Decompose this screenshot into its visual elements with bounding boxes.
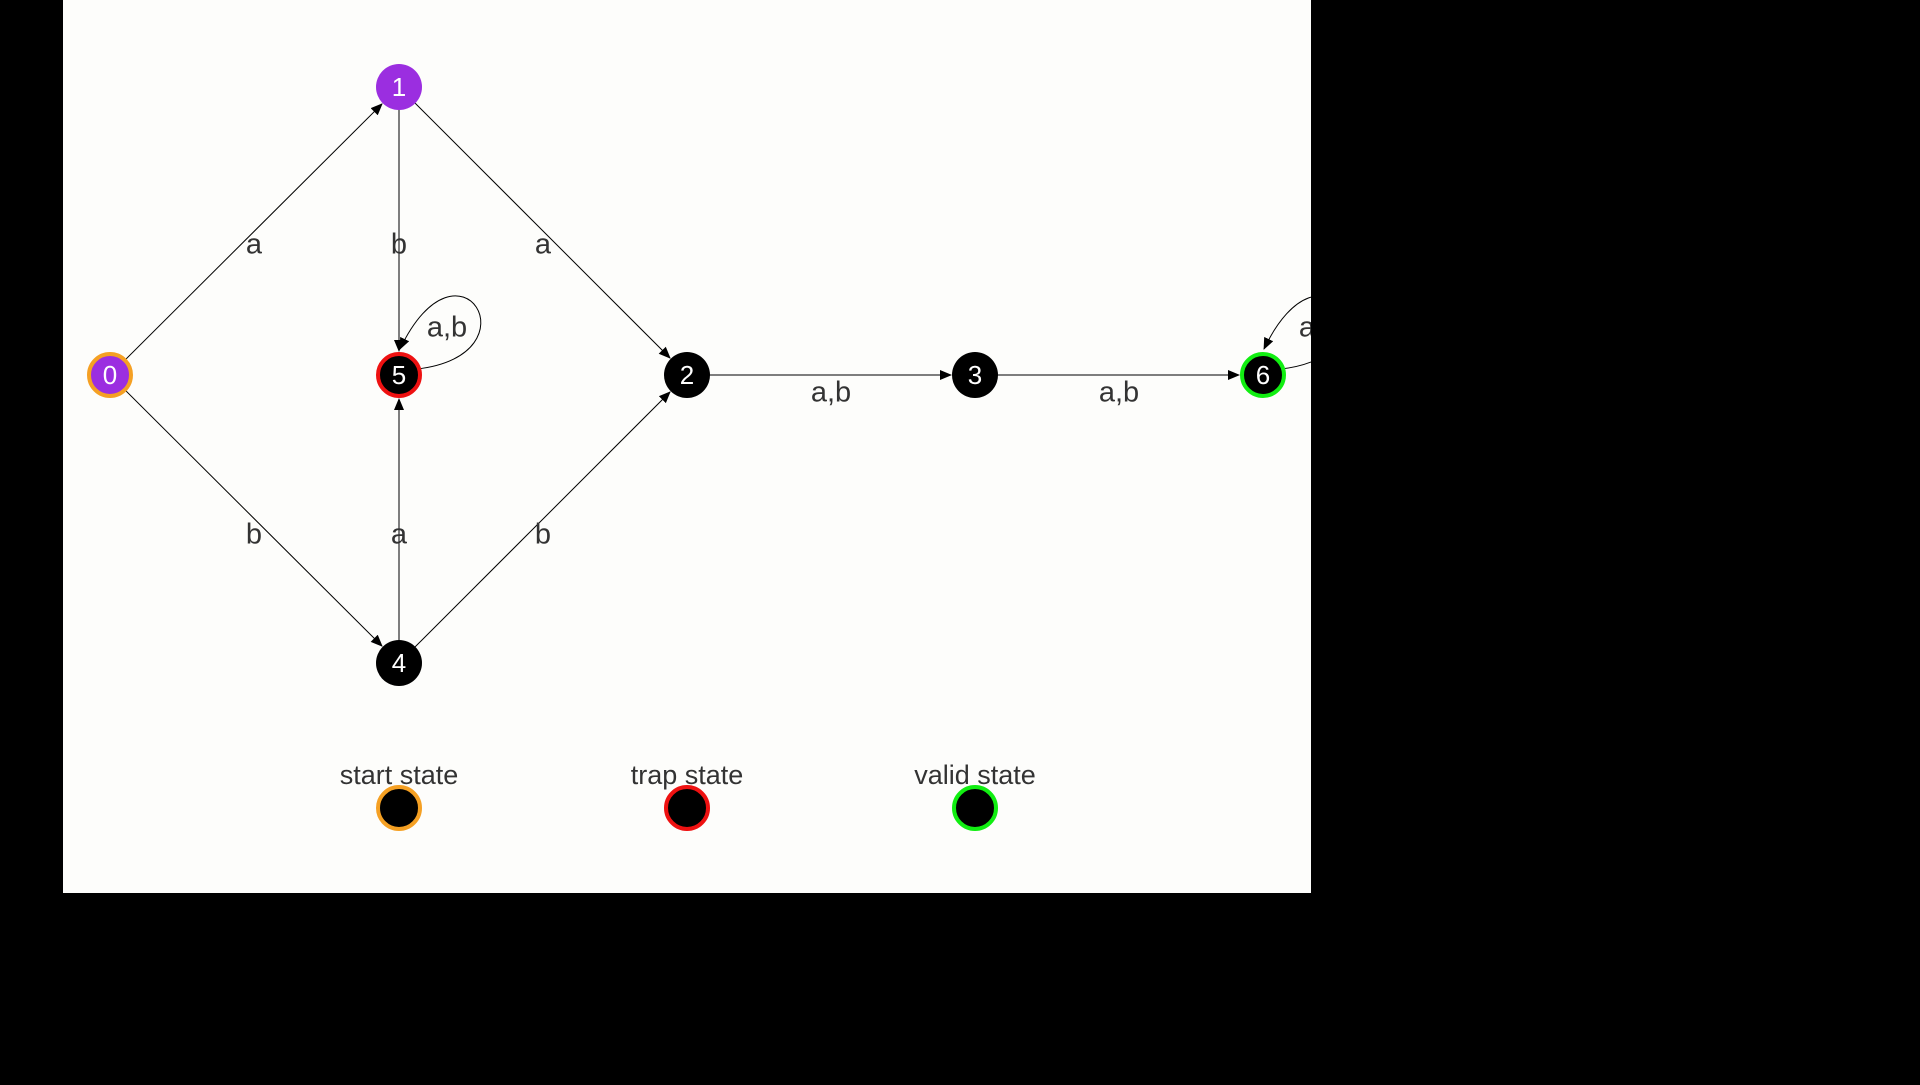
state-3-node: 3 — [952, 352, 998, 398]
state-6-label: 6 — [1256, 360, 1270, 390]
state-0-circle — [87, 352, 133, 398]
legend-start-swatch — [376, 785, 422, 831]
state-2-label: 2 — [680, 360, 694, 390]
state-2-node: 2 — [664, 352, 710, 398]
transition-5-to-5-label: a,b — [427, 312, 467, 344]
state-6-node: 6 — [1240, 352, 1286, 398]
legend-trap-swatch — [664, 785, 710, 831]
state-0-node: 0 — [87, 352, 133, 398]
legend-valid-swatch — [952, 785, 998, 831]
diagram-canvas — [63, 0, 1311, 893]
transition-1-to-2-label: a — [535, 229, 552, 261]
transition-0-to-4-label: b — [246, 519, 262, 551]
state-4-node: 4 — [376, 640, 422, 686]
transition-1-to-5-label: b — [391, 229, 407, 261]
legend: start state trap state valid state — [340, 760, 1036, 831]
transition-4-to-5-label: a — [391, 519, 408, 551]
state-4-label: 4 — [392, 648, 406, 678]
transition-3-to-6-label: a,b — [1099, 377, 1139, 409]
state-3-circle — [952, 352, 998, 398]
legend-item-valid: valid state — [914, 760, 1036, 831]
state-3-label: 3 — [968, 360, 982, 390]
transition-5-to-5-loop — [399, 295, 482, 370]
state-1-label: 1 — [392, 72, 406, 102]
transition-labels-layer: a b b a a b a,b a,b a,b a, — [246, 229, 1323, 551]
states-layer: 0 1 2 3 4 5 6 — [87, 64, 1286, 686]
transition-6-to-6-label: a, — [1299, 312, 1323, 344]
transitions-layer — [124, 101, 1311, 649]
legend-item-trap: trap state — [631, 760, 744, 831]
transition-4-to-2-arrow — [413, 391, 671, 649]
transition-0-to-1-label: a — [246, 229, 263, 261]
legend-start-label: start state — [340, 760, 459, 790]
state-1-circle — [376, 64, 422, 110]
transition-4-to-2-label: b — [535, 519, 551, 551]
legend-item-start: start state — [340, 760, 459, 831]
state-5-circle — [376, 352, 422, 398]
state-2-circle — [664, 352, 710, 398]
state-5-label: 5 — [392, 360, 406, 390]
transition-0-to-1-arrow — [124, 103, 383, 361]
state-5-node: 5 — [376, 352, 422, 398]
transition-6-to-6-loop — [1263, 296, 1311, 370]
state-1-node: 1 — [376, 64, 422, 110]
transition-0-to-4-arrow — [124, 389, 383, 647]
legend-trap-label: trap state — [631, 760, 744, 790]
transition-2-to-3-label: a,b — [811, 377, 851, 409]
transition-1-to-2-arrow — [413, 101, 671, 359]
state-0-label: 0 — [103, 360, 117, 390]
state-6-circle — [1240, 352, 1286, 398]
state-4-circle — [376, 640, 422, 686]
legend-valid-label: valid state — [914, 760, 1036, 790]
